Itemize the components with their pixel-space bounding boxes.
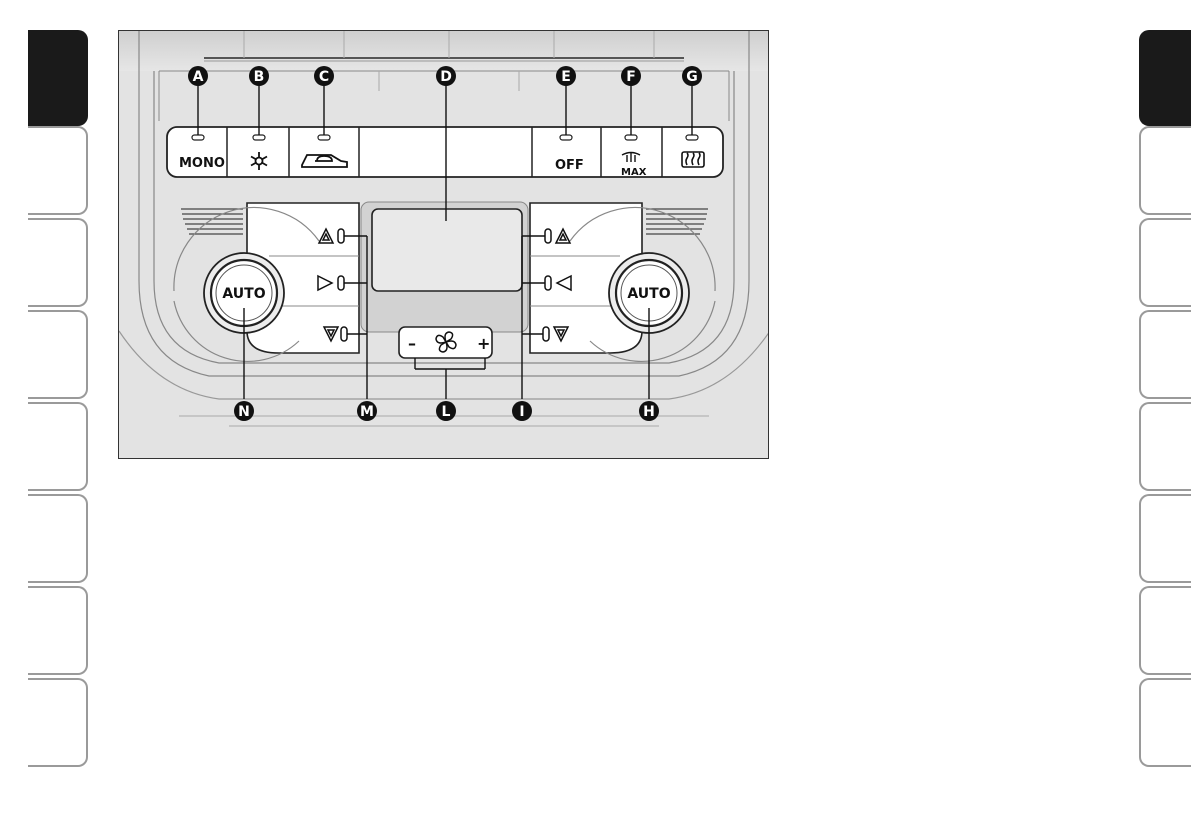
chapter-tab-active[interactable]	[28, 30, 88, 126]
recirculation-led	[318, 135, 330, 140]
climate-control-diagram: MONO OFF	[118, 30, 769, 459]
svg-text:G: G	[686, 69, 698, 85]
rear-heater-led	[686, 135, 698, 140]
svg-text:B: B	[254, 69, 265, 85]
max-defrost-led	[625, 135, 637, 140]
svg-text:L: L	[442, 404, 451, 420]
fan-minus-label: –	[408, 334, 416, 353]
svg-text:A: A	[193, 69, 204, 85]
chapter-tab[interactable]	[1139, 310, 1191, 399]
fan-speed-control[interactable]: – +	[399, 327, 492, 358]
svg-text:I: I	[519, 404, 524, 420]
chapter-tab[interactable]	[1139, 494, 1191, 583]
chapter-tab[interactable]	[1139, 126, 1191, 215]
chapter-tab[interactable]	[28, 586, 88, 675]
off-label: OFF	[555, 158, 584, 173]
callout-m: M	[357, 401, 377, 421]
chapter-tab-active[interactable]	[1139, 30, 1191, 126]
center-display	[361, 202, 528, 332]
chapter-tab[interactable]	[28, 126, 88, 215]
chapter-tab[interactable]	[1139, 402, 1191, 491]
top-button-row: MONO OFF	[167, 127, 723, 178]
max-label: MAX	[621, 167, 647, 178]
fan-plus-label: +	[477, 334, 490, 353]
callout-c: C	[314, 66, 334, 86]
svg-text:M: M	[360, 404, 374, 420]
ac-led	[253, 135, 265, 140]
callout-h: H	[639, 401, 659, 421]
callout-f: F	[621, 66, 641, 86]
right-auto-label: AUTO	[627, 286, 670, 302]
callout-e: E	[556, 66, 576, 86]
svg-text:E: E	[561, 69, 571, 85]
left-auto-label: AUTO	[222, 286, 265, 302]
chapter-tab[interactable]	[1139, 678, 1191, 767]
callout-n: N	[234, 401, 254, 421]
left-chapter-tabs	[28, 30, 88, 770]
callout-i: I	[512, 401, 532, 421]
off-led	[560, 135, 572, 140]
fan-icon	[436, 332, 456, 352]
chapter-tab[interactable]	[28, 402, 88, 491]
svg-text:D: D	[440, 69, 452, 85]
right-chapter-tabs	[1139, 30, 1191, 770]
svg-text:C: C	[319, 69, 329, 85]
top-trim	[119, 31, 769, 71]
svg-text:F: F	[626, 69, 636, 85]
mono-label: MONO	[179, 156, 225, 171]
display-screen	[372, 209, 522, 291]
callout-g: G	[682, 66, 702, 86]
chapter-tab[interactable]	[28, 494, 88, 583]
svg-text:N: N	[238, 404, 250, 420]
callout-a: A	[188, 66, 208, 86]
svg-text:H: H	[643, 404, 655, 420]
callout-l: L	[436, 401, 456, 421]
chapter-tab[interactable]	[28, 218, 88, 307]
chapter-tab[interactable]	[1139, 586, 1191, 675]
chapter-tab[interactable]	[1139, 218, 1191, 307]
chapter-tab[interactable]	[28, 678, 88, 767]
chapter-tab[interactable]	[28, 310, 88, 399]
callout-b: B	[249, 66, 269, 86]
mono-led	[192, 135, 204, 140]
callout-d: D	[436, 66, 456, 86]
